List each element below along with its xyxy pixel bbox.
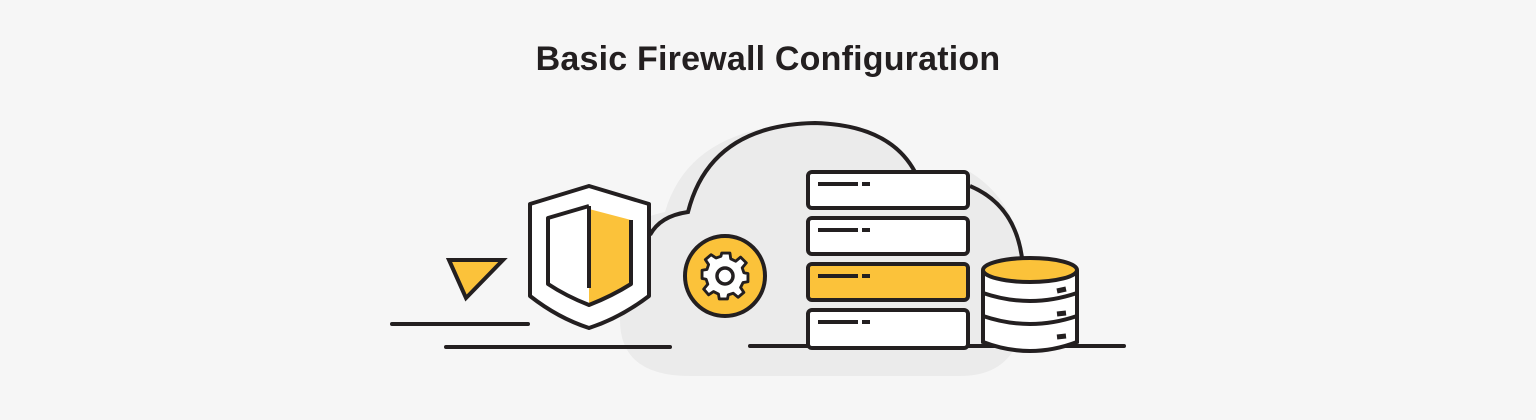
gear-icon [683, 234, 767, 318]
filter-icon [445, 258, 508, 302]
server-unit-4 [806, 308, 970, 350]
database-icon [981, 256, 1079, 353]
server-unit-2 [806, 216, 970, 256]
shield-icon [528, 184, 651, 330]
server-unit-1 [806, 170, 970, 210]
server-rack-icon [806, 170, 970, 350]
server-unit-3-highlighted [806, 262, 970, 302]
page-title: Basic Firewall Configuration [535, 40, 1001, 78]
